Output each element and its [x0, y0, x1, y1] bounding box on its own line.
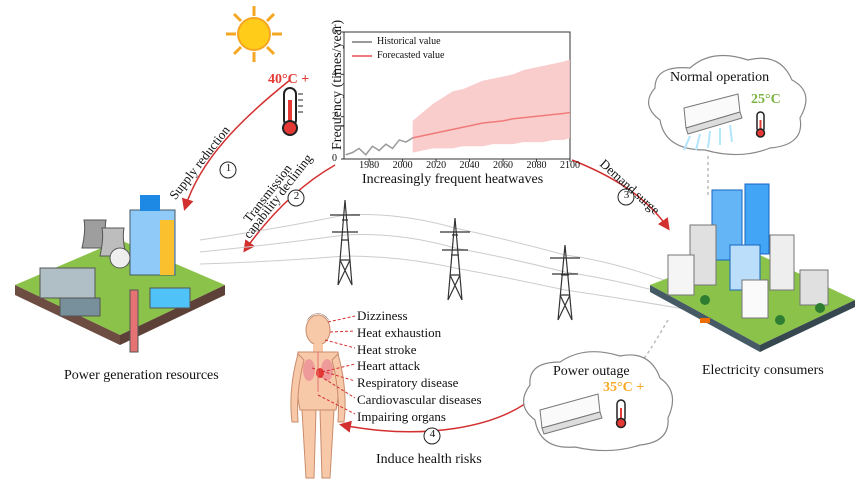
- thermometer-outage-icon: [617, 400, 626, 428]
- y-tick-label: 6: [332, 26, 337, 37]
- x-tick-label: 2000: [391, 160, 415, 171]
- x-tick-label: 1980: [357, 160, 381, 171]
- step-4-number: 4: [428, 428, 437, 440]
- y-tick-label: 4: [332, 68, 337, 79]
- x-tick-label: 2040: [458, 160, 482, 171]
- thermometer-normal-icon: [757, 112, 765, 137]
- symptom-item: Heat exhaustion: [357, 325, 441, 341]
- step-1-number: 1: [224, 162, 233, 174]
- legend-historical-label: Historical value: [377, 36, 441, 47]
- step-3-number: 3: [622, 189, 631, 201]
- x-tick-label: 2020: [424, 160, 448, 171]
- symptom-item: Cardiovascular diseases: [357, 392, 482, 408]
- symptom-item: Dizziness: [357, 308, 408, 324]
- hot-temperature: 40°C +: [268, 72, 309, 88]
- symptom-item: Heart attack: [357, 358, 420, 374]
- power-plant-illustration: [15, 195, 225, 352]
- health-risks-label: Induce health risks: [376, 452, 482, 468]
- normal-operation-label: Normal operation: [670, 70, 769, 86]
- normal-temperature: 25°C: [751, 92, 781, 108]
- legend-forecast-label: Forecasted value: [377, 50, 444, 61]
- transmission-wires: [200, 215, 690, 310]
- outage-temperature: 35°C +: [603, 380, 644, 396]
- sun-icon: [226, 6, 282, 62]
- electricity-consumers-label: Electricity consumers: [702, 363, 824, 379]
- y-tick-label: 2: [332, 111, 337, 122]
- step-2-number: 2: [292, 190, 301, 202]
- thermometer-hot-icon: [283, 88, 303, 135]
- power-outage-label: Power outage: [553, 364, 630, 380]
- power-generation-label: Power generation resources: [64, 368, 219, 384]
- city-illustration: [650, 184, 855, 352]
- symptom-item: Impairing organs: [357, 409, 446, 425]
- y-tick-label: 0: [332, 153, 337, 164]
- symptom-item: Respiratory disease: [357, 375, 458, 391]
- symptom-item: Heat stroke: [357, 342, 417, 358]
- x-tick-label: 2100: [558, 160, 582, 171]
- chart-y-axis-label: Frequency (times/year): [330, 20, 346, 150]
- x-tick-label: 2060: [491, 160, 515, 171]
- chart-x-axis-label: Increasingly frequent heatwaves: [362, 172, 543, 188]
- x-tick-label: 2080: [525, 160, 549, 171]
- heatwave-chart: [341, 32, 570, 162]
- pylon-1-icon: [330, 200, 360, 285]
